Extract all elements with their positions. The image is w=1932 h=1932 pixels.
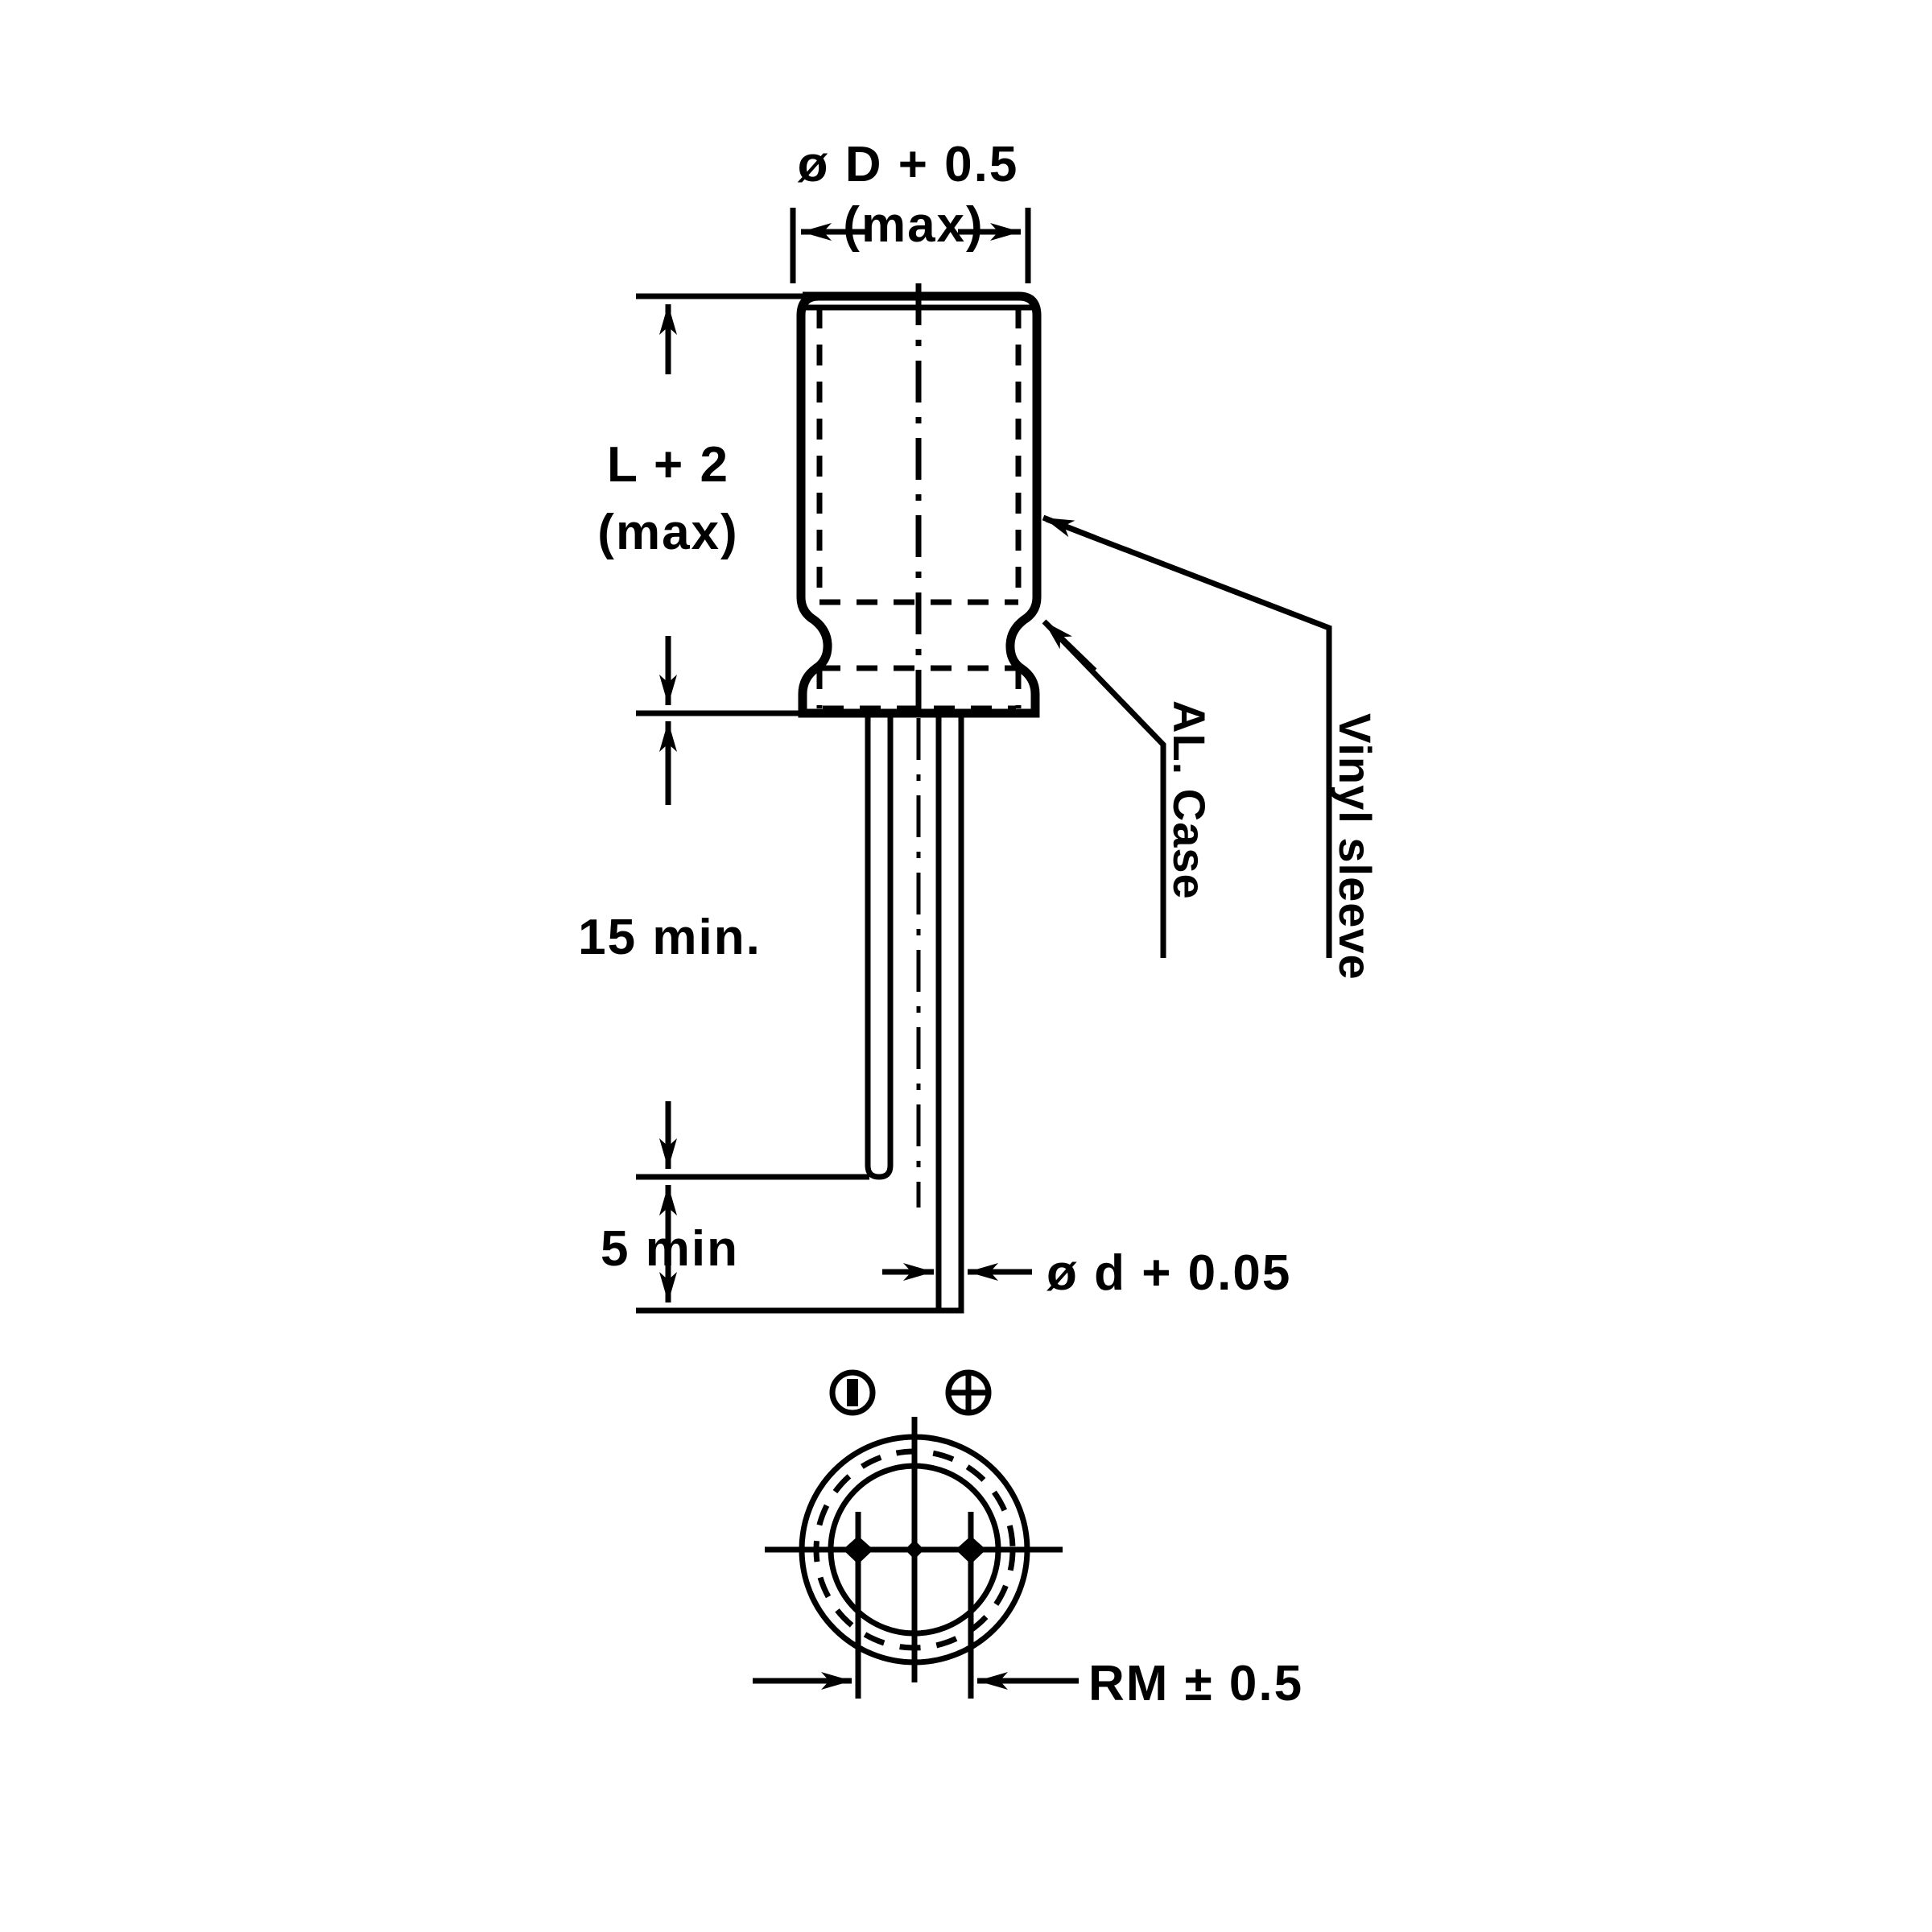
minus-terminal-symbol-bar [847, 1379, 858, 1406]
lead-length-upper-label: 15 min. [578, 910, 762, 965]
lead-length-lower-dimension-group: 5 min [601, 1185, 942, 1314]
capacitor-bottom-view [765, 1417, 1063, 1682]
bottom-view-right-lead-dot [956, 1536, 986, 1564]
diameter-label-line1: ø D + 0.5 [798, 137, 1019, 192]
minus-terminal-symbol-circle [829, 1369, 876, 1416]
lead-diameter-label: ø d + 0.05 [1046, 1245, 1291, 1301]
lead-length-upper-dimension-group: 15 min. [578, 721, 869, 1180]
diameter-dimension-group: ø D + 0.5 (max) [790, 137, 1031, 283]
lead-length-lower-label: 5 min [601, 1221, 739, 1277]
bottom-view-left-lead-dot [843, 1536, 873, 1564]
al-case-label: AL. Case [1164, 700, 1215, 900]
lead-right-positive [935, 713, 964, 1314]
al-case-leader-line [1044, 621, 1166, 958]
al-case-hidden-outline [816, 308, 1022, 712]
vinyl-sleeve-leader-line [1045, 516, 1332, 958]
length-dimension-group: L + 2 (max) [597, 293, 805, 716]
bottom-view-center-dot [905, 1540, 924, 1559]
polarity-symbols-group [829, 1369, 992, 1416]
length-label-line1: L + 2 [607, 437, 729, 493]
callout-leaders-group: AL. Case Vinyl sleeve [1042, 514, 1381, 980]
al-case-leader-arrow [1042, 619, 1097, 673]
capacitor-body-side-view [796, 283, 1042, 718]
lead-spacing-dimension-group: RM ± 0.5 [753, 1598, 1303, 1711]
vinyl-sleeve-leader-arrow [1042, 514, 1096, 541]
diameter-label-line2: (max) [843, 197, 984, 253]
lead-diameter-dimension-group: ø d + 0.05 [882, 1245, 1291, 1301]
lead-spacing-label: RM ± 0.5 [1088, 1656, 1303, 1711]
vinyl-sleeve-outline [796, 291, 1042, 718]
length-label-line2: (max) [597, 505, 738, 560]
lead-wires-group [865, 713, 964, 1314]
lead-left-negative [865, 713, 894, 1180]
vinyl-sleeve-label: Vinyl sleeve [1330, 713, 1381, 980]
